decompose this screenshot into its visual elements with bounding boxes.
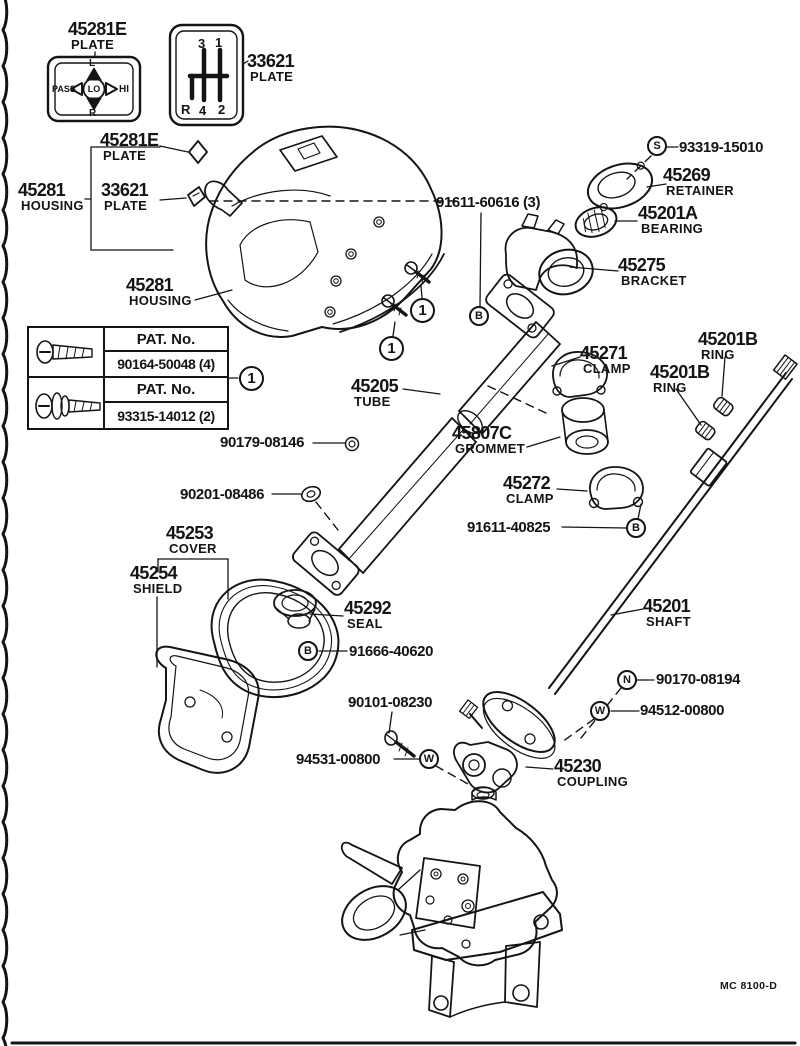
bracket-drawing: [504, 213, 594, 296]
light-plate-right-legend: HI: [119, 84, 129, 95]
gear-digit: R: [181, 102, 191, 117]
pat-row: PAT. No. 90164-50048 (4): [105, 328, 227, 378]
clamp-45271-drawing: [552, 351, 608, 398]
steering-gear-drawing: [340, 786, 563, 1018]
light-plate-left-legend: PASS: [52, 84, 76, 94]
bearing-drawing: [574, 206, 618, 238]
part-number: 90179-08146: [220, 434, 305, 451]
gear-digit: 2: [218, 102, 226, 117]
callout-b: B: [298, 641, 318, 661]
light-plate-bottom-legend: R: [89, 108, 97, 119]
part-number: 91666-40620: [349, 643, 434, 660]
part-number: 90170-08194: [656, 671, 741, 688]
light-plate-top-legend: L: [89, 58, 96, 69]
grommet-drawing: [561, 397, 609, 455]
light-plate-center-legend: LO: [87, 84, 101, 94]
washer-head-screw-icon: [35, 392, 101, 420]
pan-head-screw-icon: [36, 340, 93, 364]
drawing-code: MC 8100-D: [720, 980, 778, 992]
shift-plate-drawing: [168, 23, 245, 127]
housing-screw-1: [404, 261, 431, 284]
callout-1: 1: [239, 366, 264, 391]
tube-drawing: [292, 273, 561, 596]
callout-w: W: [590, 701, 610, 721]
housing-drawing: [204, 125, 445, 338]
part-number: 91611-40825: [467, 519, 551, 536]
leader-lines: [84, 51, 726, 770]
gear-digit: 3: [198, 36, 206, 51]
nut-90179-drawing: [344, 436, 360, 452]
part-number: 90201-08486: [180, 486, 265, 503]
shaft-drawing: [548, 354, 798, 695]
pan-head-screw-cell: [29, 328, 105, 378]
callout-b: B: [469, 306, 489, 326]
pat-number-table: PAT. No. 90164-50048 (4) PAT. No. 93315-…: [27, 326, 229, 430]
retainer-drawing: [586, 161, 654, 212]
ring-45201b-drawing-2: [695, 420, 716, 441]
seal-drawing: [273, 589, 317, 629]
callout-w: W: [419, 749, 439, 769]
pat-row: PAT. No. 93315-14012 (2): [105, 378, 227, 428]
callout-s: S: [647, 136, 667, 156]
bolt-90101-drawing: [384, 730, 416, 758]
housing-screw-2: [381, 294, 408, 317]
callout-b: B: [626, 518, 646, 538]
coupling-drawing: [453, 691, 556, 800]
cover-drawing: [210, 578, 340, 699]
washer-head-screw-cell: [29, 378, 105, 428]
gear-digit: 4: [199, 103, 207, 118]
callout-n: N: [617, 670, 637, 690]
torn-page-edge: [1, 0, 9, 1046]
pat-header: PAT. No.: [105, 328, 227, 352]
plate-45281e-marker: [188, 140, 208, 164]
pat-header: PAT. No.: [105, 378, 227, 403]
pat-value: 93315-14012 (2): [117, 407, 215, 424]
ring-45201b-drawing-1: [713, 396, 734, 417]
callout-1: 1: [410, 298, 435, 323]
part-number: 93319-15010: [679, 139, 764, 156]
pat-value: 90164-50048 (4): [117, 356, 215, 372]
gear-digit: 1: [215, 35, 223, 50]
part-number: 94531-00800: [296, 751, 381, 768]
light-plate-drawing: [46, 55, 142, 123]
callout-1: 1: [379, 336, 404, 361]
part-number: 94512-00800: [640, 702, 725, 719]
part-number: 91611-60616 (3): [436, 194, 541, 211]
clamp-45272-drawing: [588, 466, 644, 510]
washer-90201-drawing: [300, 485, 322, 503]
plate-33621-marker: [187, 186, 206, 207]
shield-drawing: [155, 645, 260, 774]
part-number: 90101-08230: [348, 694, 433, 711]
